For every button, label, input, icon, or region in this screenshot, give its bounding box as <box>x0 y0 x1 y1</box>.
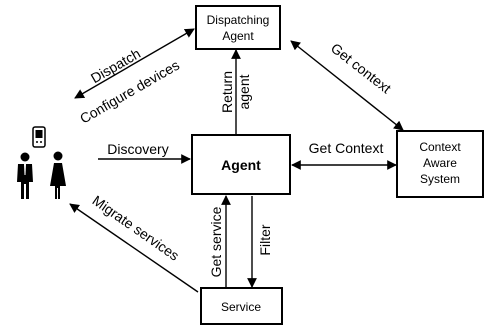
dispatching-agent-label-line1: Dispatching <box>207 13 270 27</box>
context-aware-system-label-line2: Aware <box>423 156 457 170</box>
agent-label: Agent <box>221 157 261 173</box>
users-icon <box>17 151 66 199</box>
configure-devices-label: Configure devices <box>77 57 182 127</box>
migrate-services-label: Migrate services <box>90 192 183 264</box>
dispatch-edge <box>74 28 195 99</box>
discovery-label: Discovery <box>107 141 168 157</box>
pda-device-icon <box>32 126 46 148</box>
service-node: Service <box>200 287 283 325</box>
dispatching-agent-label-line2: Agent <box>222 29 254 43</box>
context-aware-system-label-line3: System <box>420 172 460 186</box>
dispatching-agent-node: Dispatching Agent <box>195 5 281 50</box>
return-agent-label-line2: agent <box>236 74 252 109</box>
service-label: Service <box>221 300 261 314</box>
context-diag-edge <box>290 40 404 131</box>
get-service-label: Get service <box>208 206 224 277</box>
return-agent-label-line1: Return <box>219 71 235 113</box>
get-context-diag-label: Get context <box>328 40 394 97</box>
get-context-horiz-label: Get Context <box>309 140 384 156</box>
agent-node: Agent <box>191 134 291 195</box>
migrate-services-edge <box>69 203 199 293</box>
filter-label: Filter <box>257 224 273 255</box>
context-aware-system-label-line1: Context <box>419 140 461 154</box>
context-aware-system-node: Context Aware System <box>396 130 484 198</box>
